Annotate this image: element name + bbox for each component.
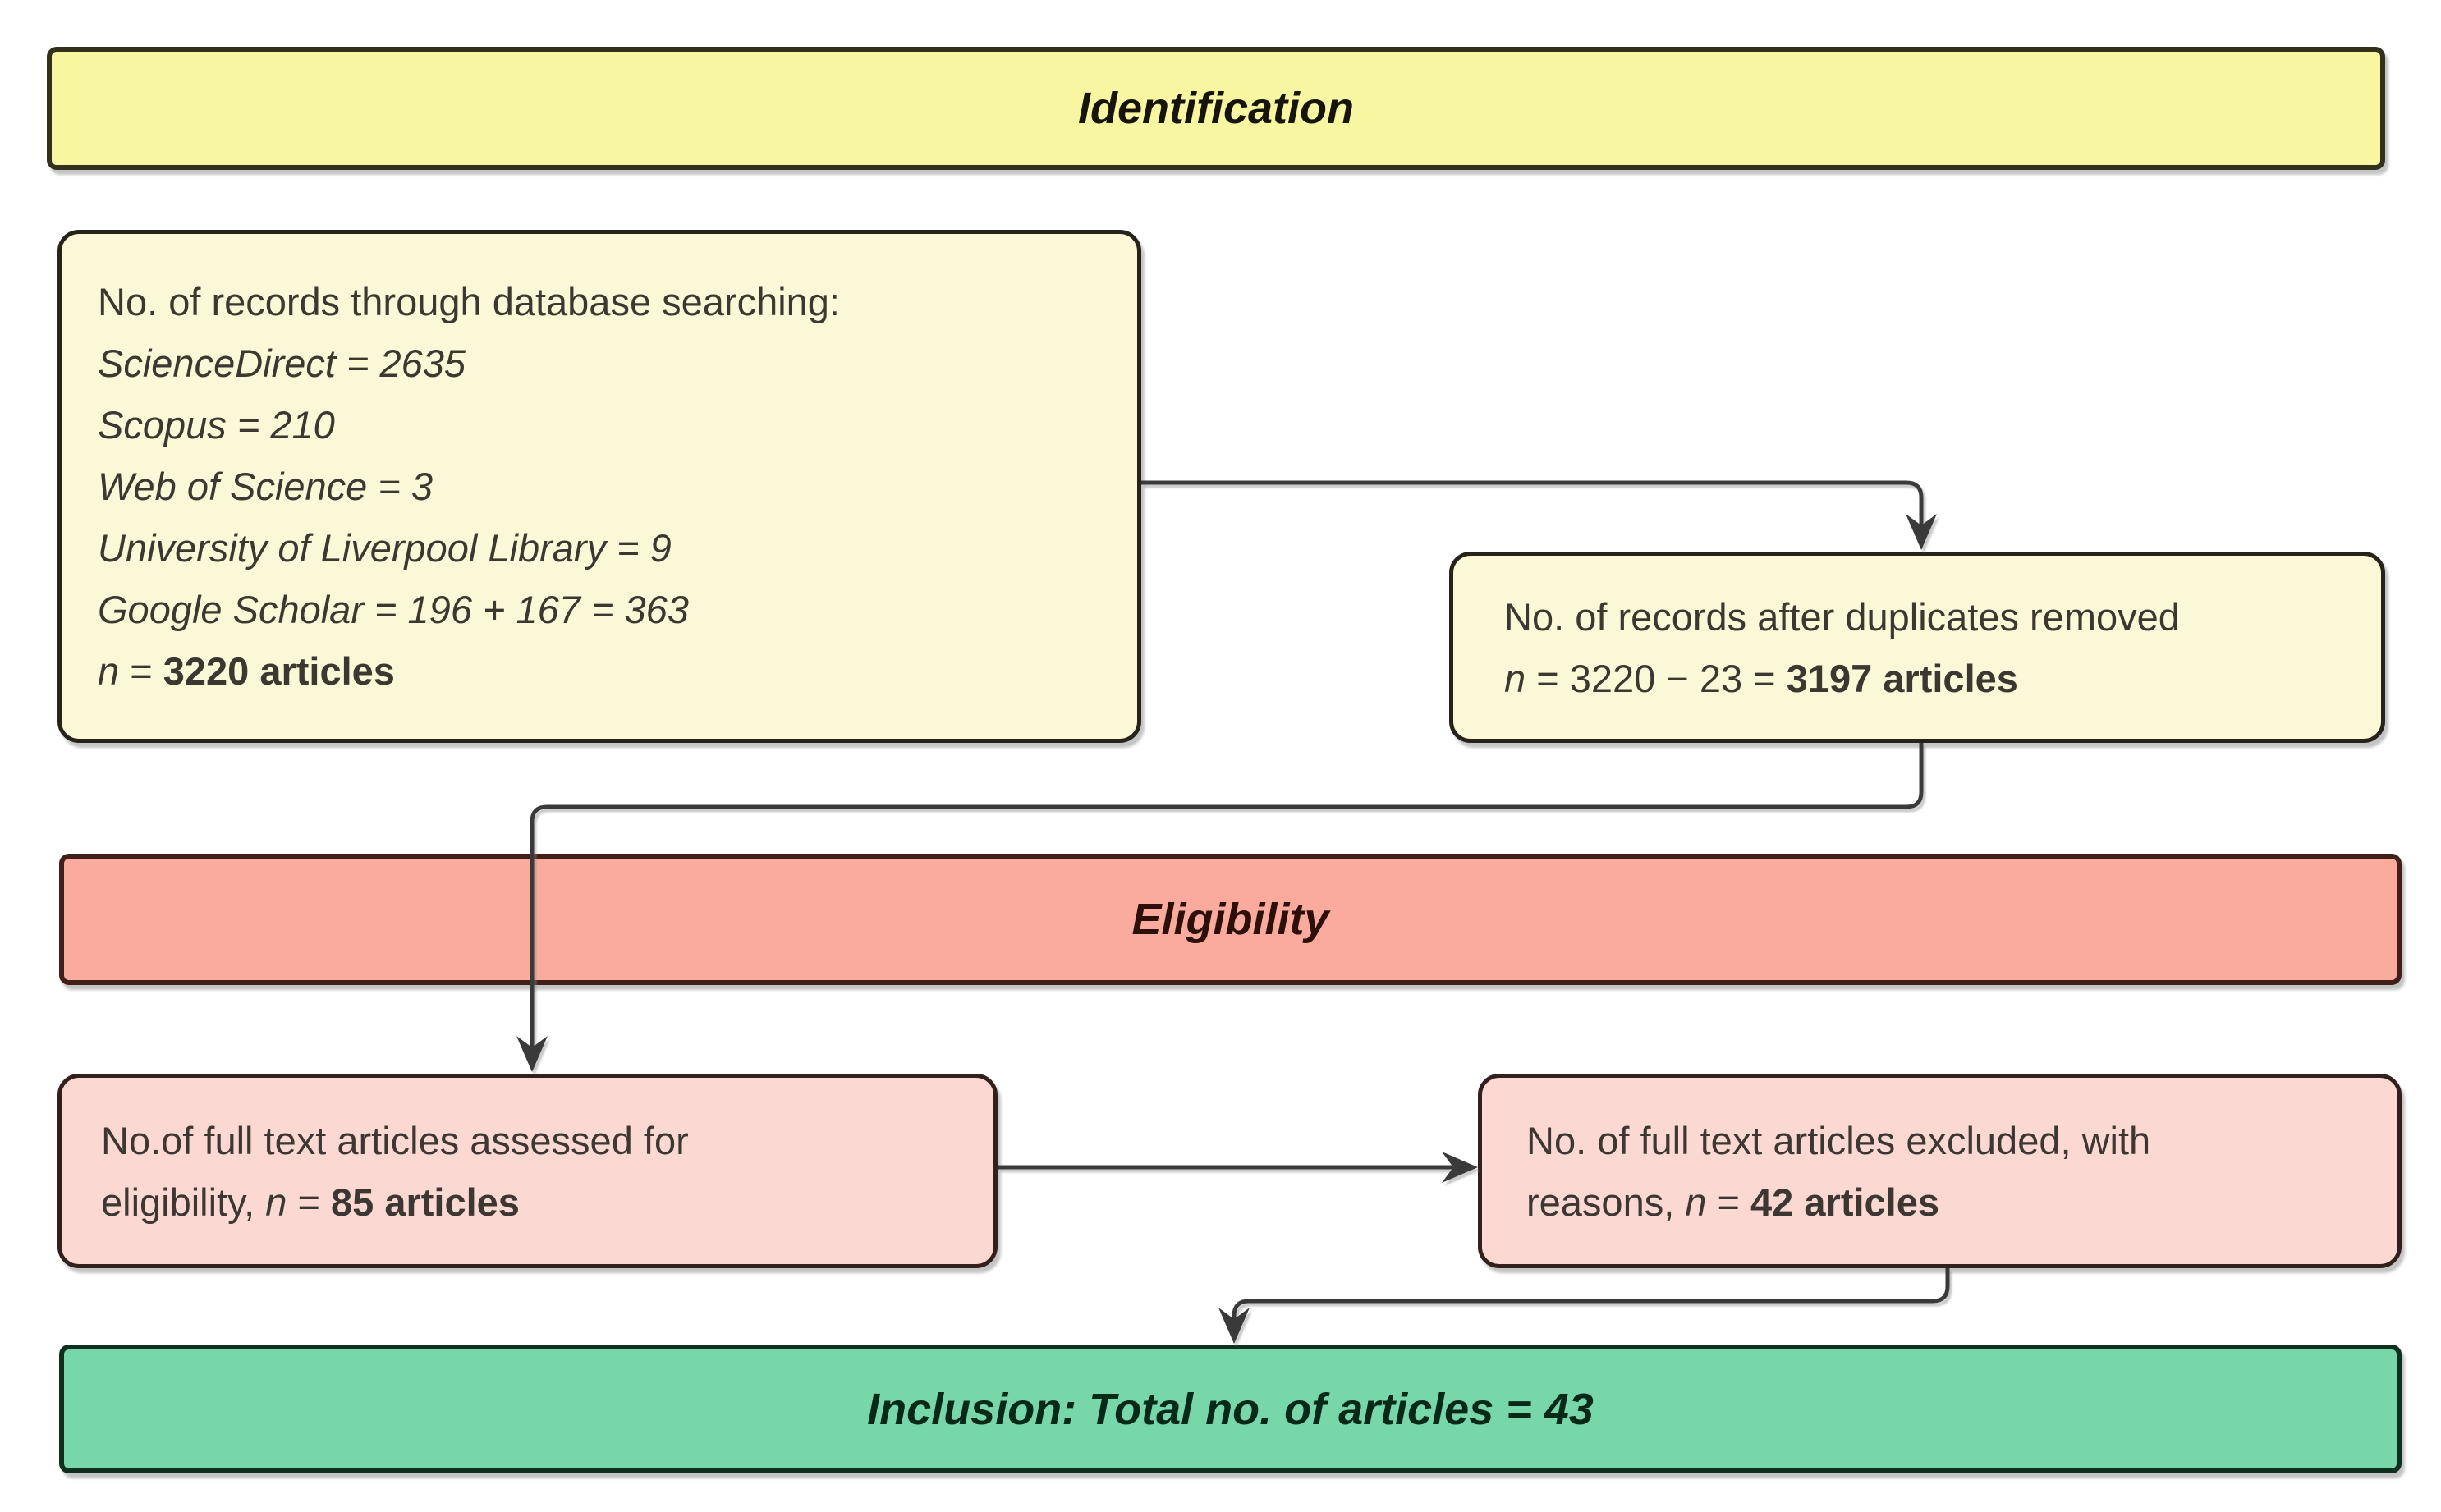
text-line: reasons, n = 42 articles [1526, 1180, 1939, 1224]
text-line: No.of full text articles assessed for [101, 1118, 689, 1162]
flow-box-fulltext-assessed: No.of full text articles assessed for eli… [57, 1074, 998, 1268]
flow-box-fulltext-excluded: No. of full text articles excluded, with… [1478, 1074, 2402, 1268]
text-line: eligibility, n = 85 articles [101, 1180, 520, 1224]
banner-identification-label: Identification [1078, 84, 1354, 133]
banner-inclusion: Inclusion: Total no. of articles = 43 [59, 1345, 2402, 1473]
flow-box-duplicates-removed: No. of records after duplicates removed n… [1449, 552, 2385, 743]
text-line: No. of records after duplicates removed [1504, 594, 2180, 639]
text-line: No. of records through database searchin… [98, 280, 840, 323]
arrow-assessed-to-excluded [998, 1152, 1478, 1183]
text-line: ScienceDirect = 2635 [98, 341, 466, 385]
arrowhead-down-icon [516, 1036, 548, 1072]
arrowhead-down-icon [1906, 514, 1937, 550]
text-line: Web of Science = 3 [98, 465, 434, 508]
banner-identification: Identification [47, 47, 2385, 170]
banner-eligibility: Eligibility [59, 854, 2402, 985]
text-line: Google Scholar = 196 + 167 = 363 [98, 588, 689, 631]
text-line: University of Liverpool Library = 9 [98, 526, 672, 570]
arrow-database-to-duplicates [1141, 480, 1937, 550]
banner-inclusion-label: Inclusion: Total no. of articles = 43 [867, 1384, 1594, 1434]
text-line: Scopus = 210 [98, 403, 335, 447]
text-line: n = 3220 − 23 = 3197 articles [1504, 656, 2018, 700]
arrow-excluded-to-inclusion [1218, 1268, 1950, 1344]
arrowhead-right-icon [1442, 1152, 1478, 1183]
banner-eligibility-label: Eligibility [1131, 895, 1329, 944]
text-line: n = 3220 articles [98, 649, 395, 693]
arrowhead-down-icon [1218, 1308, 1250, 1344]
text-line: No. of full text articles excluded, with [1526, 1118, 2151, 1162]
flow-box-database-search: No. of records through database searchin… [57, 230, 1141, 743]
